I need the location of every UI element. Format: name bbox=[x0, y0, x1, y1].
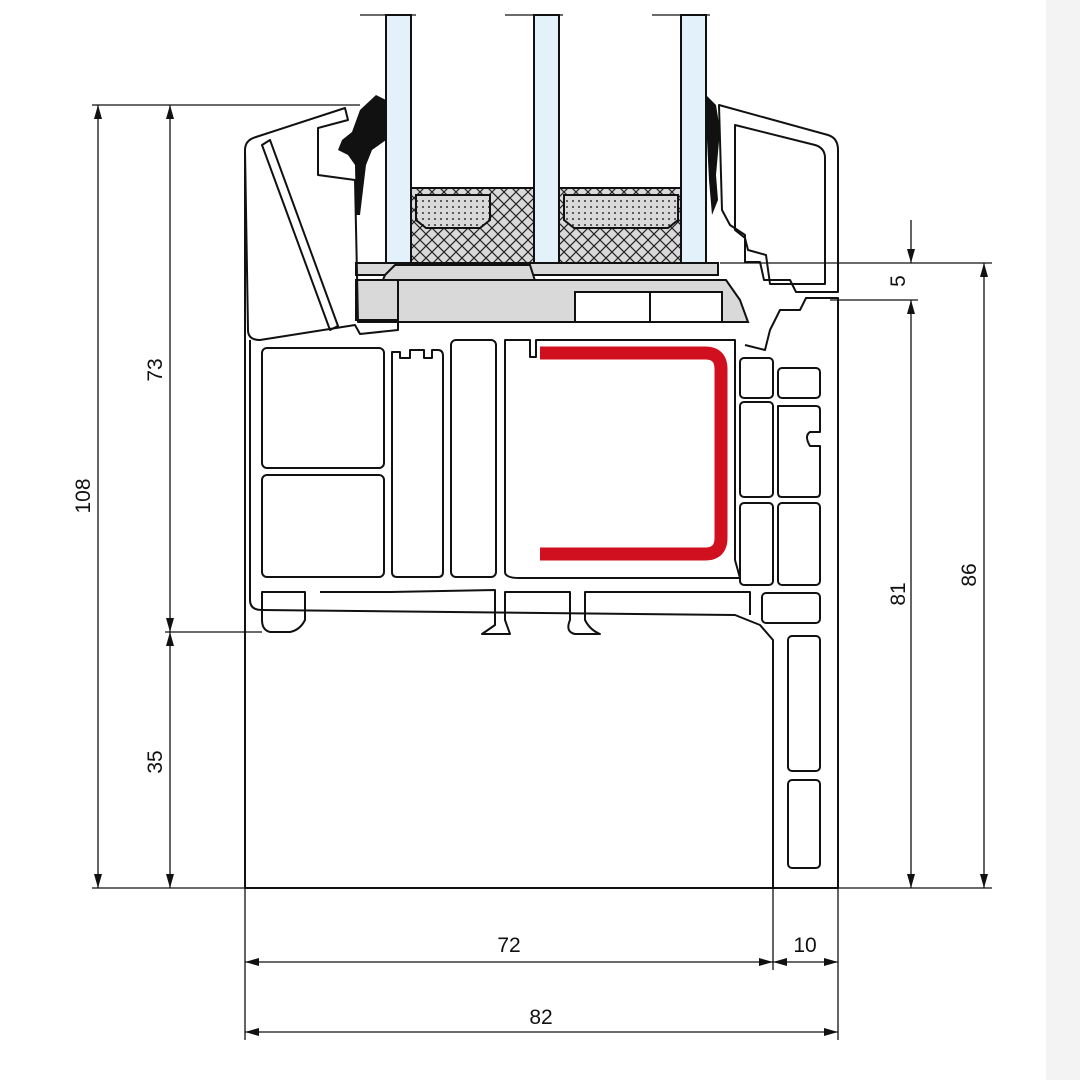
dimension-lines bbox=[92, 104, 992, 1040]
dim-label-overlap: 5 bbox=[887, 275, 910, 287]
dim-label-frame-outer-height: 86 bbox=[958, 563, 981, 586]
glass-panes bbox=[385, 14, 707, 264]
dim-label-total-height: 108 bbox=[72, 478, 95, 513]
dim-label-frame-lip: 10 bbox=[793, 934, 816, 957]
spacers bbox=[410, 187, 682, 264]
dim-label-frame-height: 81 bbox=[887, 582, 910, 605]
dim-label-total-width: 82 bbox=[529, 1006, 552, 1029]
glass-pane-outer bbox=[385, 14, 412, 264]
glass-pane-middle bbox=[533, 14, 560, 264]
page-edge bbox=[1046, 0, 1080, 1080]
gaskets bbox=[338, 95, 720, 215]
frame-body bbox=[244, 150, 839, 889]
glazing-block bbox=[355, 262, 750, 323]
dim-label-frame-width: 72 bbox=[497, 934, 520, 957]
glass-pane-inner bbox=[680, 14, 707, 264]
dim-label-frame-lower: 35 bbox=[144, 750, 167, 773]
sash-profile bbox=[244, 104, 839, 341]
dim-label-sash-height: 73 bbox=[144, 358, 167, 381]
steel-reinforcement bbox=[540, 346, 728, 561]
